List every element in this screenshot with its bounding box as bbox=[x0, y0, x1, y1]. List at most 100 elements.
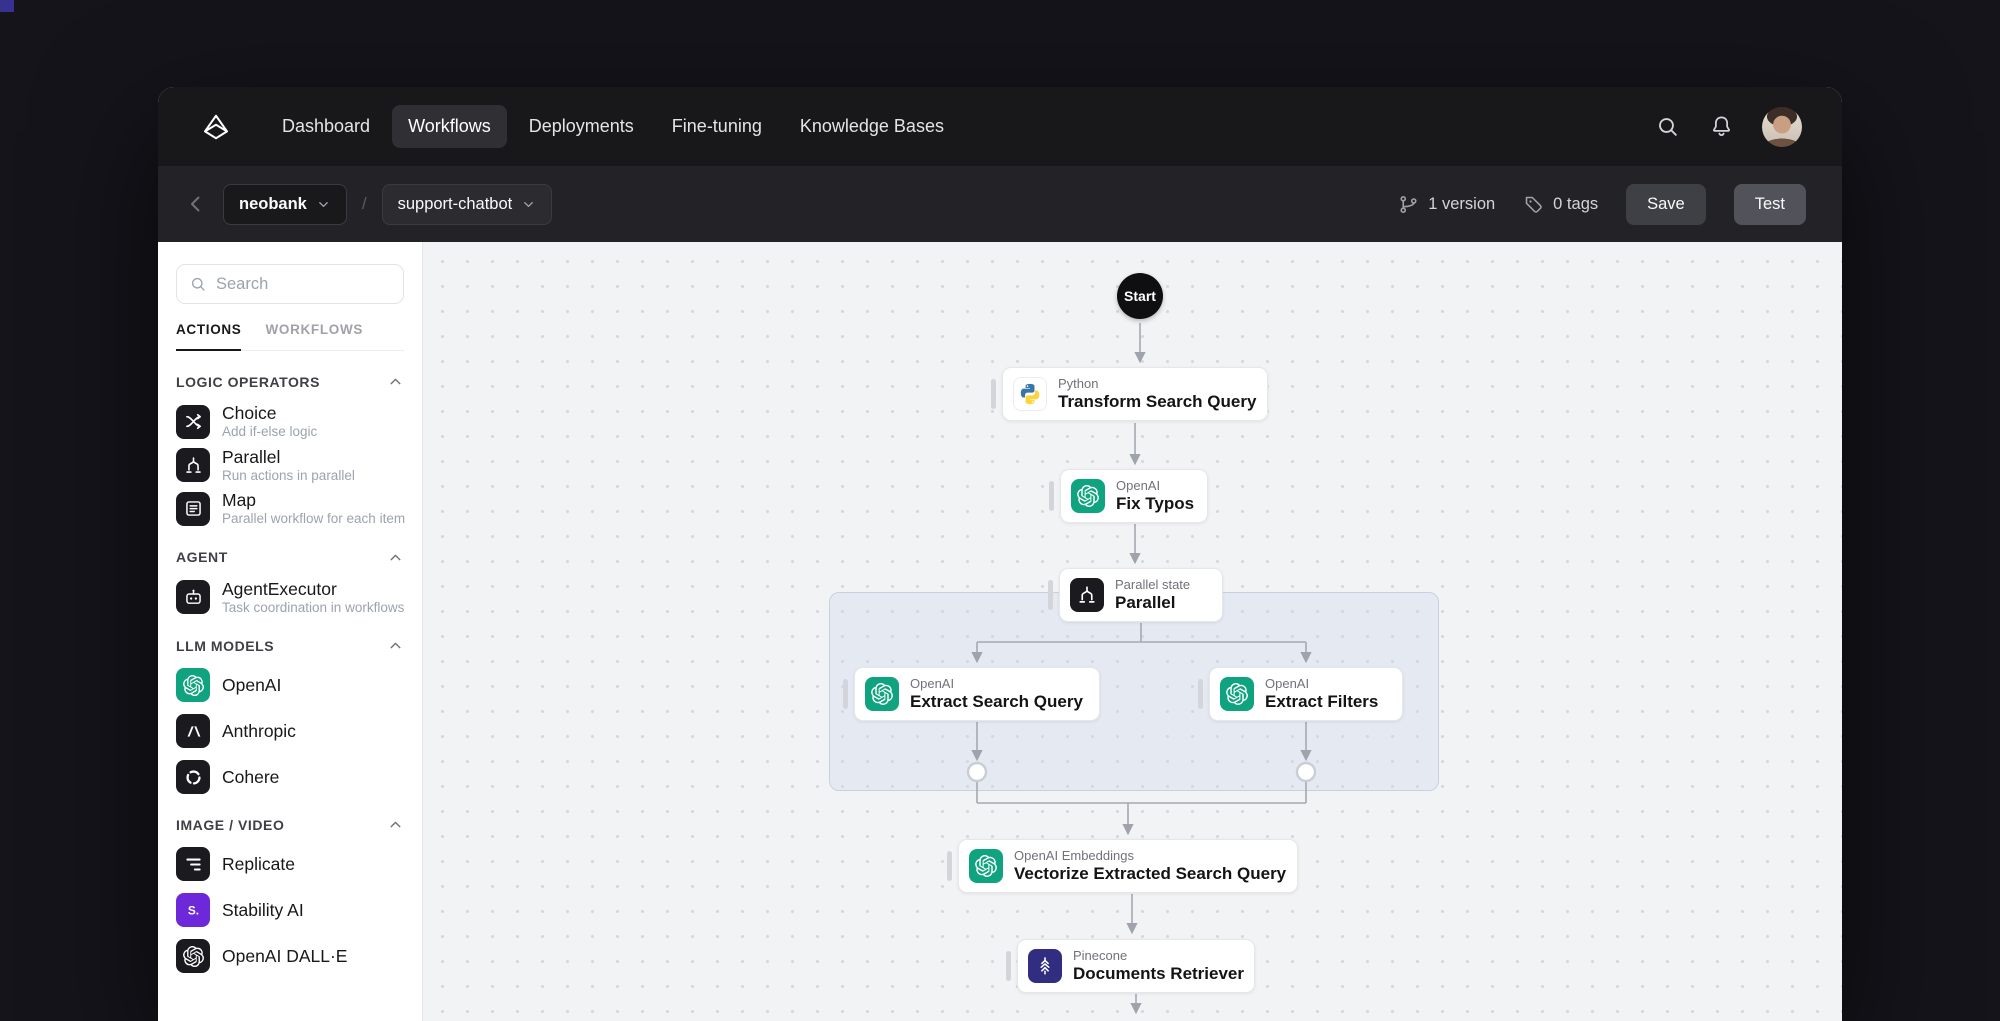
search-icon[interactable] bbox=[1654, 114, 1680, 140]
node-extract-filters[interactable]: OpenAI Extract Filters bbox=[1198, 667, 1403, 721]
nav-knowledge-bases[interactable]: Knowledge Bases bbox=[799, 116, 944, 136]
node-fix-typos[interactable]: OpenAI Fix Typos bbox=[1049, 469, 1208, 523]
node-provider: Pinecone bbox=[1073, 948, 1128, 964]
nav-dashboard[interactable]: Dashboard bbox=[282, 116, 371, 136]
node-drag-handle[interactable] bbox=[1006, 951, 1011, 981]
section-collapse-icon[interactable] bbox=[387, 637, 404, 654]
project-dropdown[interactable]: neobank bbox=[223, 183, 347, 225]
sidebar-search[interactable] bbox=[176, 264, 404, 304]
section-collapse-icon[interactable] bbox=[387, 373, 404, 390]
openai-icon bbox=[176, 939, 210, 974]
node-title: Vectorize Extracted Search Query bbox=[1014, 864, 1287, 884]
sidebar-item-anthropic[interactable]: Anthropic bbox=[176, 714, 404, 749]
sidebar-item-stability-ai[interactable]: Stability AI bbox=[176, 893, 404, 928]
search-input[interactable] bbox=[216, 274, 391, 294]
node-title: Fix Typos bbox=[1116, 494, 1195, 514]
sidebar-item-replicate[interactable]: Replicate bbox=[176, 847, 404, 882]
node-vectorize-extracted-search-query[interactable]: OpenAI Embeddings Vectorize Extracted Se… bbox=[947, 839, 1298, 893]
tag-icon bbox=[1523, 194, 1544, 215]
node-title: Transform Search Query bbox=[1058, 392, 1257, 412]
node-title: Extract Search Query bbox=[910, 692, 1083, 712]
sidebar-item-choice[interactable]: Choice Add if-else logic bbox=[176, 404, 404, 440]
test-button[interactable]: Test bbox=[1733, 183, 1806, 225]
tag-count[interactable]: 0 tags bbox=[1523, 194, 1598, 215]
openai-icon bbox=[865, 677, 899, 711]
item-desc: Add if-else logic bbox=[222, 424, 318, 440]
item-desc: Task coordination in workflows bbox=[222, 600, 405, 616]
top-navbar: Dashboard Workflows Deployments Fine-tun… bbox=[158, 87, 1842, 166]
stability-icon bbox=[176, 893, 210, 928]
sidebar-item-openai-dalle[interactable]: OpenAI DALL·E bbox=[176, 939, 404, 974]
node-provider: OpenAI bbox=[1116, 478, 1161, 494]
workflow-dropdown[interactable]: support-chatbot bbox=[381, 183, 553, 225]
node-provider: OpenAI Embeddings bbox=[1014, 848, 1134, 864]
item-name: Anthropic bbox=[222, 721, 296, 741]
nav-deployments[interactable]: Deployments bbox=[528, 116, 634, 136]
node-provider: OpenAI bbox=[1265, 676, 1310, 692]
openai-icon bbox=[1071, 479, 1105, 513]
node-drag-handle[interactable] bbox=[1198, 679, 1203, 709]
node-transform-search-query[interactable]: Python Transform Search Query bbox=[991, 367, 1268, 421]
pinecone-icon bbox=[1028, 949, 1062, 983]
node-drag-handle[interactable] bbox=[1048, 580, 1053, 610]
item-name: Replicate bbox=[222, 854, 295, 874]
map-icon bbox=[176, 491, 210, 526]
node-provider: Python bbox=[1058, 376, 1099, 392]
item-name: Cohere bbox=[222, 767, 280, 787]
workflow-canvas[interactable]: Start Python Transform Search Query bbox=[423, 242, 1842, 1021]
nav-fine-tuning[interactable]: Fine-tuning bbox=[671, 116, 762, 136]
section-title: LLM MODELS bbox=[176, 637, 275, 654]
start-node[interactable]: Start bbox=[1117, 273, 1163, 319]
node-title: Parallel bbox=[1115, 593, 1176, 613]
tab-workflows[interactable]: WORKFLOWS bbox=[265, 322, 364, 337]
section-image-video: IMAGE / VIDEO Replicate Stability AI bbox=[176, 816, 404, 974]
node-drag-handle[interactable] bbox=[947, 851, 952, 881]
workflow-name: support-chatbot bbox=[397, 194, 513, 213]
start-label: Start bbox=[1124, 288, 1156, 304]
tab-actions[interactable]: ACTIONS bbox=[176, 322, 242, 351]
app-logo-icon[interactable] bbox=[200, 111, 232, 143]
item-desc: Run actions in parallel bbox=[222, 467, 355, 483]
section-logic-operators: LOGIC OPERATORS Choice Add if-else logic bbox=[176, 373, 405, 527]
choice-icon bbox=[176, 404, 210, 439]
search-icon bbox=[189, 275, 207, 293]
sidebar-item-map[interactable]: Map Parallel workflow for each item bbox=[176, 491, 405, 527]
app-window: Dashboard Workflows Deployments Fine-tun… bbox=[158, 87, 1842, 1021]
version-count-label: 1 version bbox=[1428, 194, 1496, 213]
sidebar-item-openai[interactable]: OpenAI bbox=[176, 668, 404, 703]
section-title: LOGIC OPERATORS bbox=[176, 373, 321, 390]
project-name: neobank bbox=[239, 194, 307, 213]
sidebar-item-parallel[interactable]: Parallel Run actions in parallel bbox=[176, 447, 404, 484]
anthropic-icon bbox=[176, 714, 210, 749]
node-extract-search-query[interactable]: OpenAI Extract Search Query bbox=[843, 667, 1100, 721]
node-documents-retriever[interactable]: Pinecone Documents Retriever bbox=[1006, 939, 1255, 993]
breadcrumb-separator: / bbox=[361, 194, 367, 213]
node-drag-handle[interactable] bbox=[991, 379, 996, 409]
item-name: AgentExecutor bbox=[222, 578, 337, 599]
node-provider: Parallel state bbox=[1115, 577, 1191, 593]
node-parallel[interactable]: Parallel state Parallel bbox=[1048, 568, 1223, 622]
workflow-toolbar: neobank / support-chatbot 1 version 0 ta… bbox=[158, 166, 1842, 242]
cohere-icon bbox=[176, 760, 210, 795]
node-drag-handle[interactable] bbox=[843, 679, 848, 709]
sidebar-item-cohere[interactable]: Cohere bbox=[176, 760, 404, 795]
section-collapse-icon[interactable] bbox=[387, 549, 404, 566]
section-llm-models: LLM MODELS OpenAI Anthropic bbox=[176, 637, 404, 795]
node-drag-handle[interactable] bbox=[1049, 481, 1054, 511]
node-title: Documents Retriever bbox=[1073, 964, 1245, 984]
user-avatar[interactable] bbox=[1762, 106, 1802, 147]
section-collapse-icon[interactable] bbox=[387, 816, 404, 833]
back-button-icon[interactable] bbox=[184, 192, 208, 216]
version-count[interactable]: 1 version bbox=[1398, 194, 1495, 215]
save-button[interactable]: Save bbox=[1626, 183, 1706, 225]
nav-workflows[interactable]: Workflows bbox=[392, 105, 507, 148]
notifications-bell-icon[interactable] bbox=[1708, 114, 1734, 140]
chevron-down-icon bbox=[316, 197, 331, 212]
branch-icon bbox=[1398, 194, 1419, 215]
actions-sidebar: ACTIONS WORKFLOWS LOGIC OPERATORS Choice bbox=[158, 242, 423, 1021]
item-name: OpenAI DALL·E bbox=[222, 946, 348, 966]
parallel-icon bbox=[176, 448, 210, 483]
replicate-icon bbox=[176, 847, 210, 882]
sidebar-item-agent-executor[interactable]: AgentExecutor Task coordination in workf… bbox=[176, 578, 405, 616]
